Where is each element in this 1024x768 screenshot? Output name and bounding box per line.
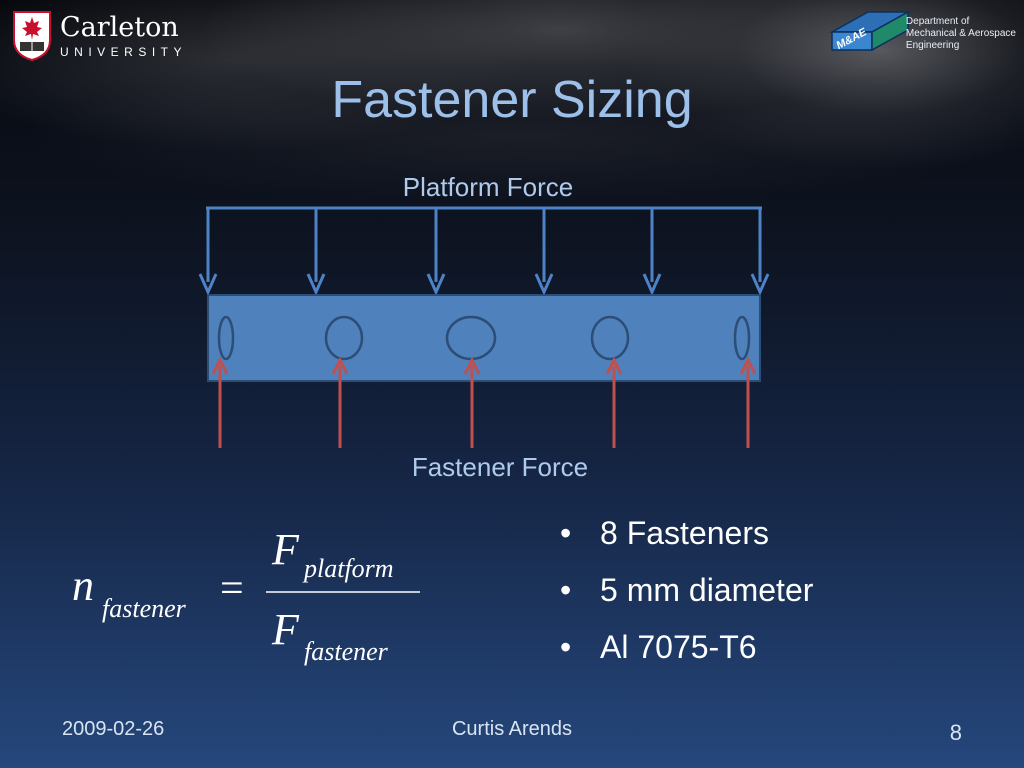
footer-date: 2009-02-26 [62, 718, 165, 740]
beam [207, 294, 761, 382]
shield-icon [13, 11, 51, 62]
slide-title: Fastener Sizing [331, 71, 693, 129]
platform-arrow-head [306, 273, 326, 296]
force-diagram: Platform Force Fastener Force [198, 172, 770, 482]
fastener-force-arrows [211, 356, 757, 448]
platform-force-arrows [198, 206, 770, 296]
formula-denominator-subscript: fastener [304, 637, 389, 666]
fastener-arrow-head [739, 356, 757, 375]
carleton-logo: Carleton UNIVERSITY [12, 10, 187, 62]
fastener-arrow-head [605, 356, 623, 375]
fastener-hole [217, 315, 235, 361]
platform-arrow-head [750, 273, 770, 296]
platform-arrow-head [534, 273, 554, 296]
safety-factor-formula: n fastener = F platform F fastener [72, 525, 420, 666]
fastener-hole [590, 315, 630, 361]
spec-item: 8 Fasteners [560, 505, 813, 562]
platform-force-label: Platform Force [403, 172, 574, 202]
spec-item: 5 mm diameter [560, 562, 813, 619]
fastener-arrow-head [463, 356, 481, 375]
platform-arrow-head [642, 273, 662, 296]
fastener-hole [324, 315, 364, 361]
dept-line: Engineering [905, 40, 960, 51]
fastener-hole [733, 315, 751, 361]
formula-equals: = [220, 566, 244, 612]
page-number: 8 [949, 720, 962, 745]
dept-line: Department of [905, 16, 970, 27]
logo-wordmark: Carleton UNIVERSITY [60, 12, 188, 60]
formula-lhs-subscript: fastener [102, 594, 187, 623]
formula-denominator-symbol: F [271, 605, 300, 654]
platform-arrow-head [198, 273, 218, 296]
dept-name: Department of Mechanical & Aerospace Eng… [906, 16, 1016, 52]
mae-emblem-icon: M&AE [829, 10, 911, 52]
fastener-force-label: Fastener Force [412, 452, 588, 482]
platform-arrow-head [426, 273, 446, 296]
formula-numerator-symbol: F [271, 525, 300, 574]
department-logo: M&AE Department of Mechanical & Aerospac… [828, 6, 1016, 58]
spec-list: 8 Fasteners 5 mm diameter Al 7075-T6 [560, 505, 813, 676]
formula-numerator-subscript: platform [302, 554, 394, 583]
dept-line: Mechanical & Aerospace [905, 28, 1016, 39]
fastener-arrow-head [211, 356, 229, 375]
spec-item: Al 7075-T6 [560, 619, 813, 676]
footer-author: Curtis Arends [451, 718, 573, 740]
fastener-arrow-head [331, 356, 349, 375]
formula-lhs-symbol: n [72, 561, 94, 610]
logo-subtitle: UNIVERSITY [60, 45, 188, 59]
logo-name: Carleton [60, 12, 179, 43]
